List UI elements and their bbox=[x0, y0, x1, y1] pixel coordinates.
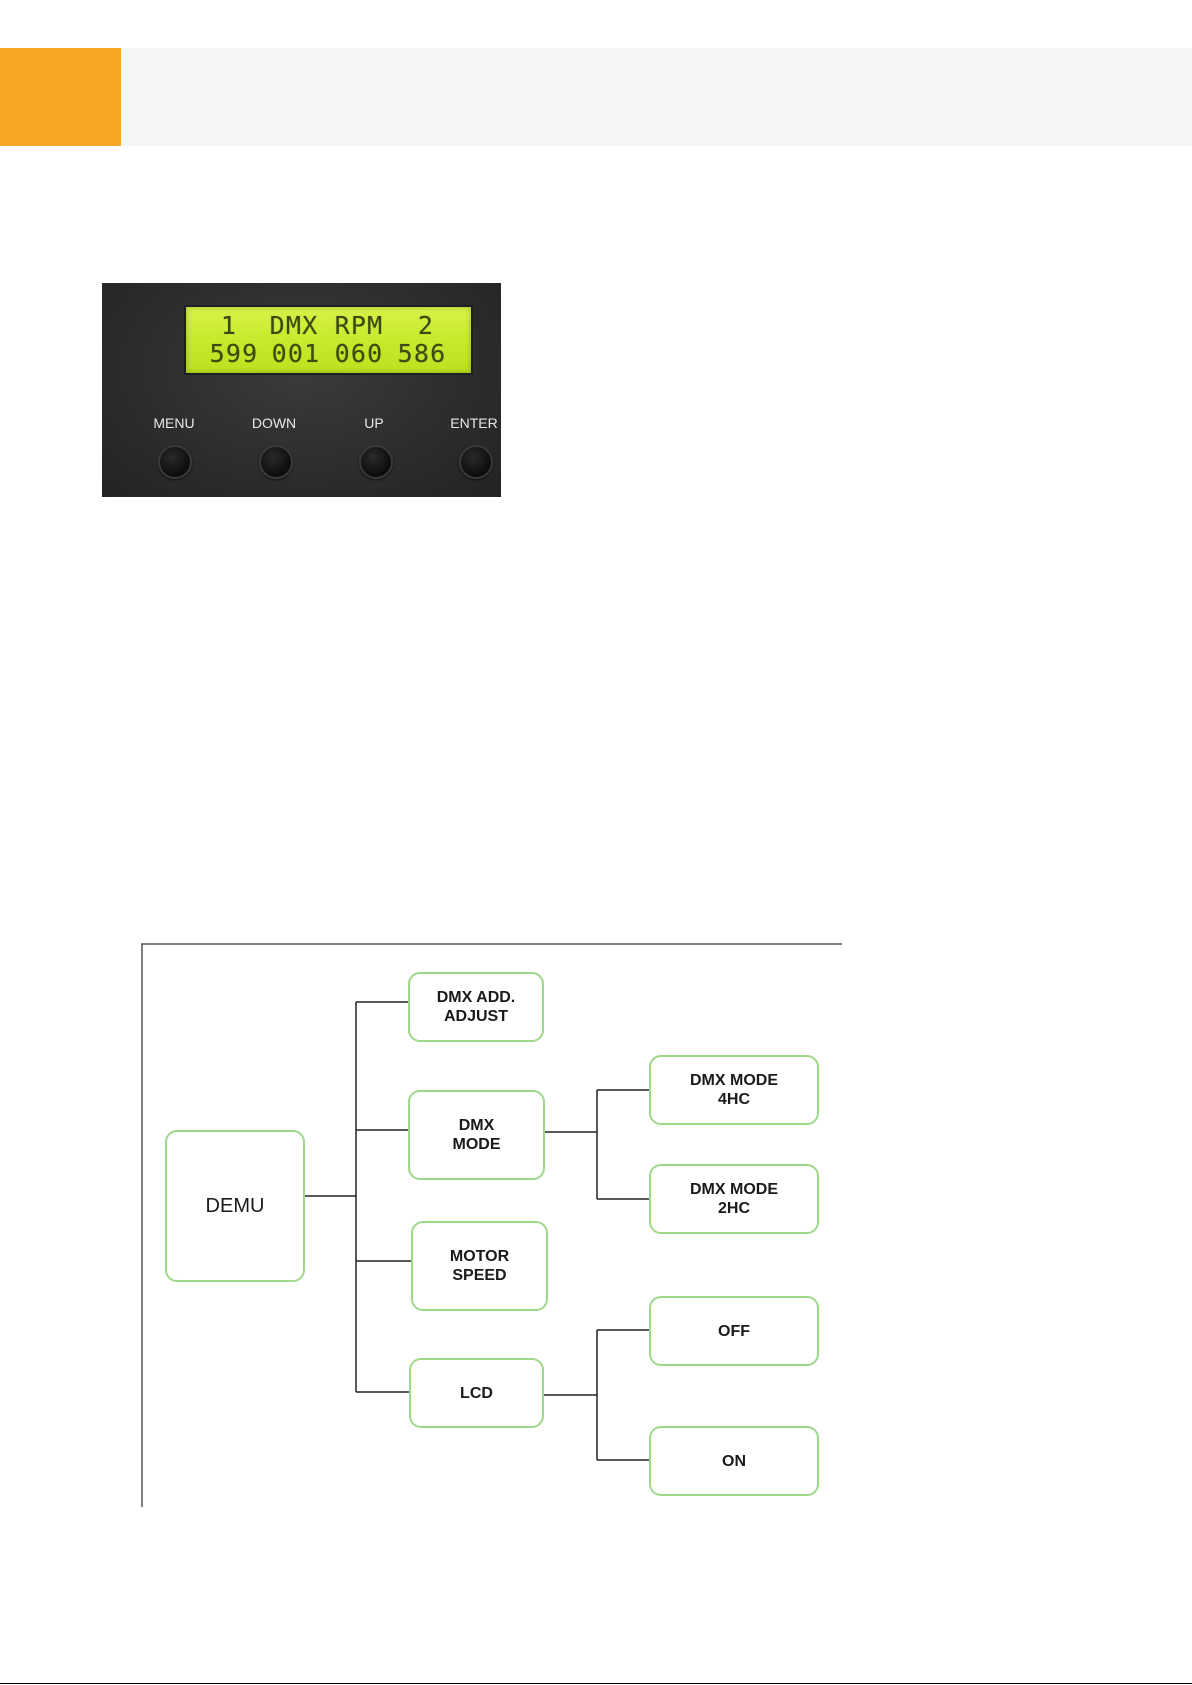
lcd-line2-cell: 599 bbox=[204, 340, 264, 368]
lcd-line-2: 599 001 060 586 bbox=[186, 340, 471, 368]
lcd-display: 1 DMX RPM 2 599 001 060 586 bbox=[184, 305, 473, 375]
lcd-line2-cell: 001 bbox=[266, 340, 326, 368]
demu-label: DEMU bbox=[206, 1197, 265, 1216]
lcd-line2-cell: 586 bbox=[391, 340, 453, 368]
menu-tree-diagram: DEMU DMX ADD. ADJUST DMX MODE DMX MODE 4… bbox=[141, 942, 842, 1507]
lcd-on-node: ON bbox=[649, 1426, 819, 1496]
lcd-line1-cell: 2 bbox=[401, 312, 451, 340]
dmx-add-adjust-node: DMX ADD. ADJUST bbox=[408, 972, 544, 1042]
demu-node: DEMU bbox=[165, 1130, 305, 1282]
header-accent-block bbox=[0, 48, 121, 146]
dmx-mode-2hc-node: DMX MODE 2HC bbox=[649, 1164, 819, 1234]
menu-button[interactable] bbox=[158, 445, 192, 479]
lcd-on-label: ON bbox=[722, 1452, 746, 1471]
header-band bbox=[0, 48, 1192, 146]
enter-button-label: ENTER bbox=[434, 415, 501, 431]
up-button[interactable] bbox=[359, 445, 393, 479]
lcd-off-label: OFF bbox=[718, 1322, 750, 1341]
page-bottom-rule bbox=[0, 1683, 1192, 1684]
lcd-label: LCD bbox=[460, 1384, 493, 1403]
down-button[interactable] bbox=[259, 445, 293, 479]
motor-speed-node: MOTOR SPEED bbox=[411, 1221, 548, 1311]
up-button-label: UP bbox=[334, 415, 414, 431]
dmx-mode-4hc-node: DMX MODE 4HC bbox=[649, 1055, 819, 1125]
lcd-line-1: 1 DMX RPM 2 bbox=[186, 312, 471, 340]
menu-button-label: MENU bbox=[134, 415, 214, 431]
lcd-line2-cell: 060 bbox=[329, 340, 389, 368]
dmx-add-adjust-label: DMX ADD. ADJUST bbox=[437, 988, 516, 1026]
dmx-mode-2hc-label: DMX MODE 2HC bbox=[690, 1180, 778, 1218]
lcd-node: LCD bbox=[409, 1358, 544, 1428]
lcd-line1-cell: RPM bbox=[329, 312, 389, 340]
control-panel-image: 1 DMX RPM 2 599 001 060 586 MENU DOWN UP… bbox=[102, 283, 501, 497]
lcd-off-node: OFF bbox=[649, 1296, 819, 1366]
dmx-mode-label: DMX MODE bbox=[453, 1116, 501, 1154]
lcd-line1-cell: 1 bbox=[204, 312, 254, 340]
enter-button[interactable] bbox=[459, 445, 493, 479]
motor-speed-label: MOTOR SPEED bbox=[450, 1247, 509, 1285]
down-button-label: DOWN bbox=[234, 415, 314, 431]
dmx-mode-4hc-label: DMX MODE 4HC bbox=[690, 1071, 778, 1109]
lcd-line1-cell: DMX bbox=[264, 312, 324, 340]
dmx-mode-node: DMX MODE bbox=[408, 1090, 545, 1180]
